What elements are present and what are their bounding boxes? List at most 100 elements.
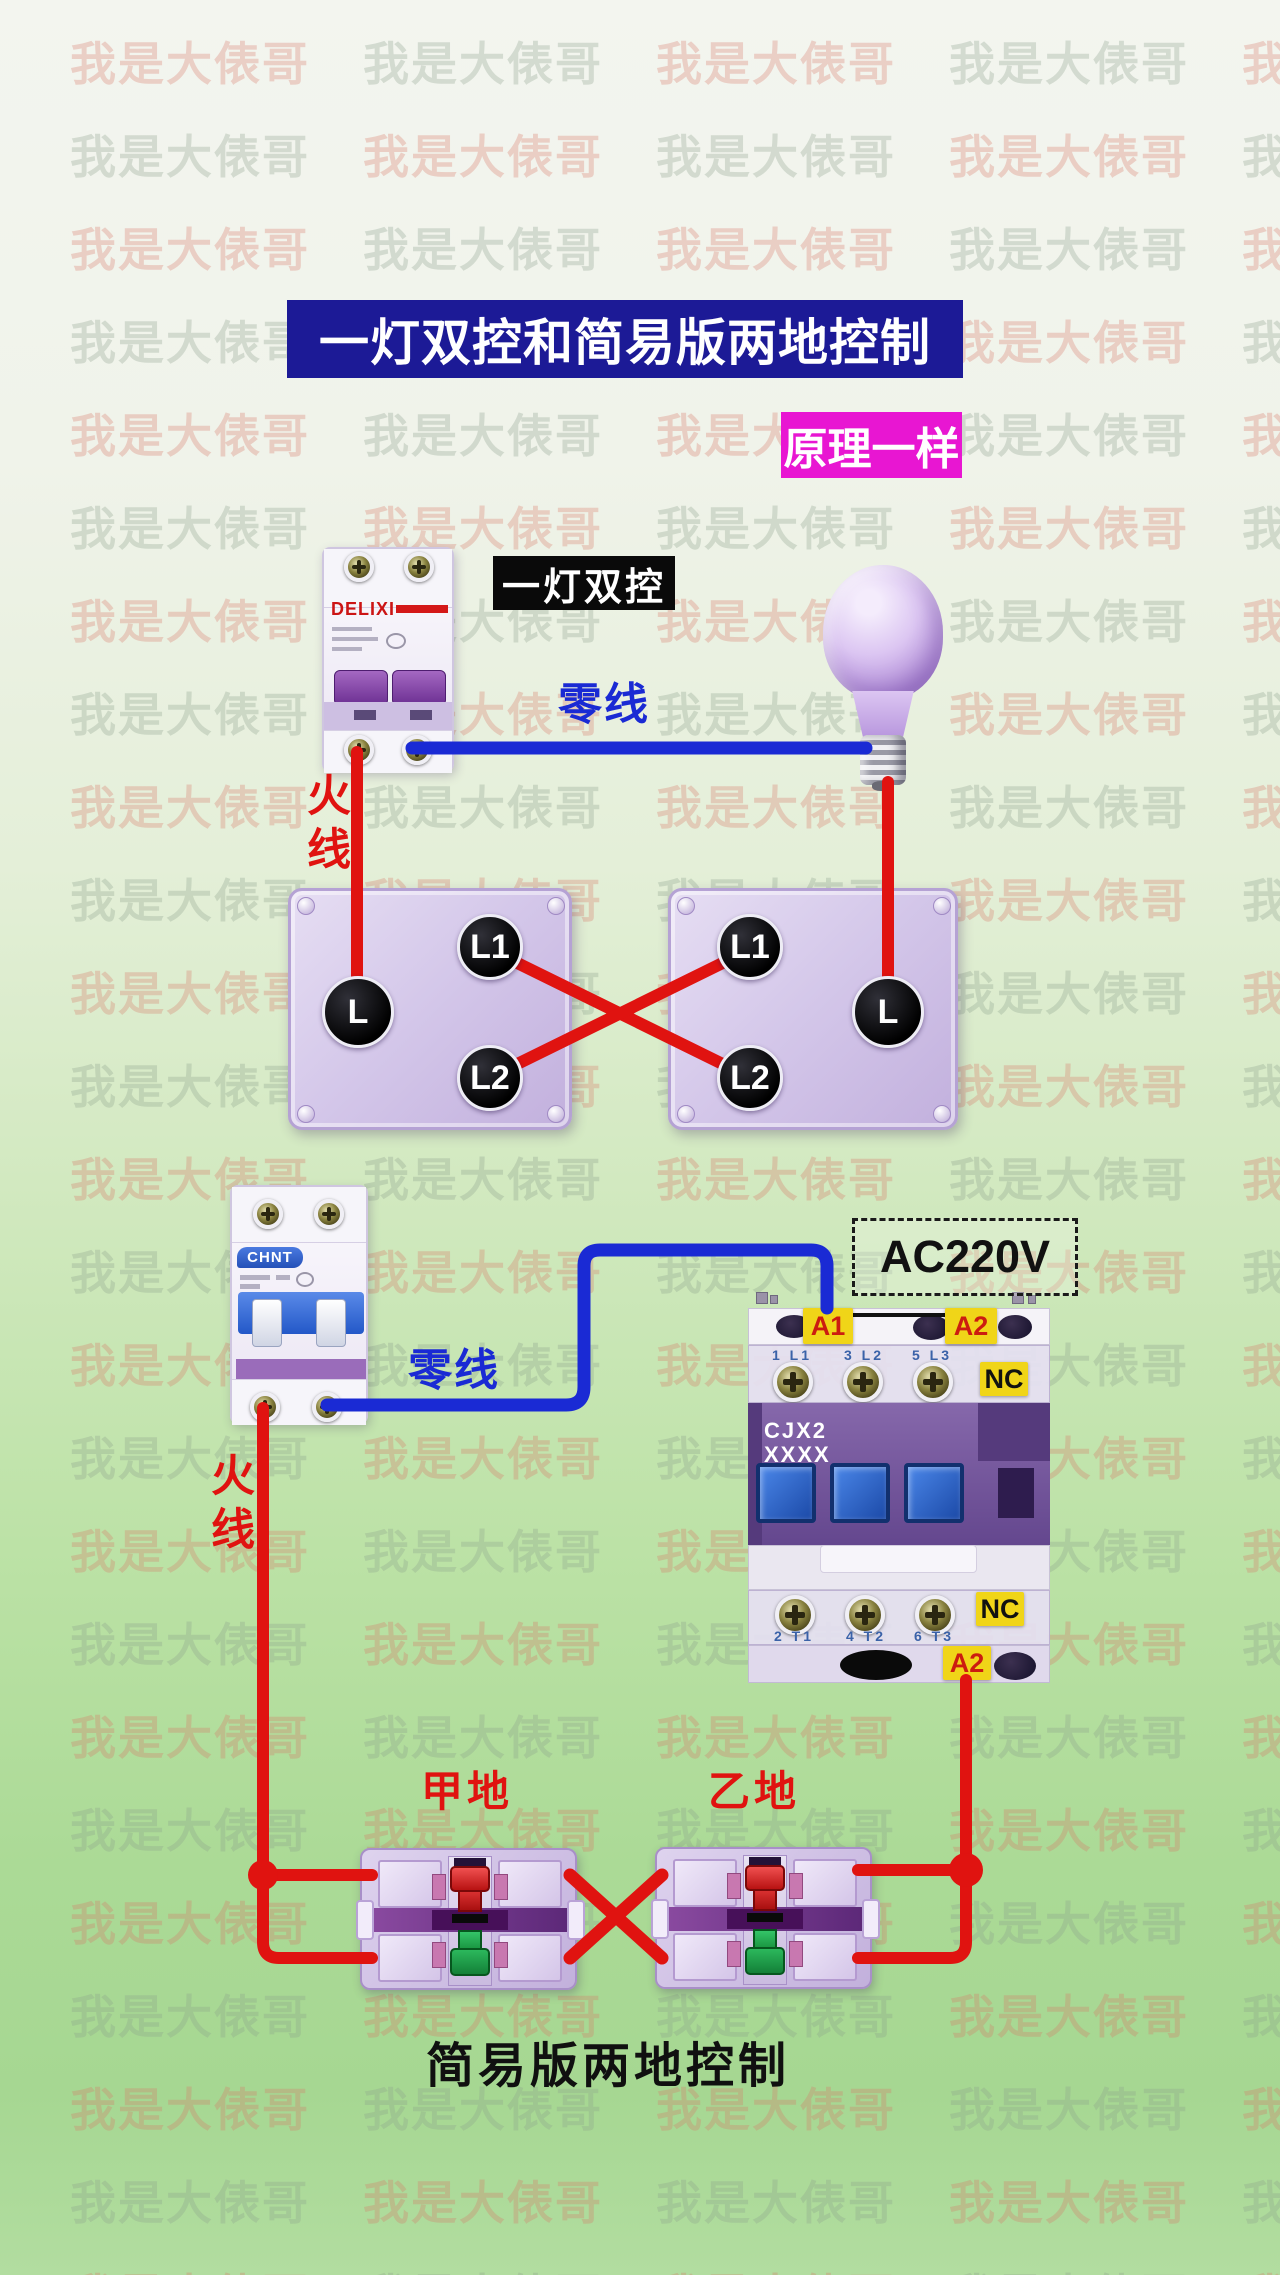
contactor-button[interactable] [756,1463,816,1523]
watermark-text: 我是大俵哥 [363,782,603,834]
breaker-brand-label: CHNT [237,1247,303,1268]
station-detail [432,1942,446,1968]
breaker-handle[interactable] [392,670,446,706]
coil-screw [913,1315,949,1340]
live-wire-label-top: 火线 [300,772,349,880]
station-slit [747,1913,783,1922]
station-slit [452,1914,488,1923]
watermark-text: 我是大俵哥 [949,503,1189,555]
green-start-button[interactable] [450,1948,490,1976]
coil-link-wire [853,1313,949,1317]
watermark-text: 我是大俵哥 [70,1898,310,1950]
panel-bolt [677,897,695,915]
watermark-text: 我是大俵哥 [949,1712,1189,1764]
watermark-text: 我是大俵哥 [1242,689,1280,741]
watermark-text: 我是大俵哥 [1242,1061,1280,1113]
terminal-tag-a2-bottom: A2 [943,1646,991,1680]
watermark-text: 我是大俵哥 [363,224,603,276]
aux-block [998,1468,1034,1518]
watermark-text: 我是大俵哥 [949,875,1189,927]
watermark-text: 我是大俵哥 [949,224,1189,276]
terminal-l1-right: L1 [717,914,783,980]
contactor-pin [756,1292,768,1304]
panel-bolt [297,1105,315,1123]
watermark-text: 我是大俵哥 [949,1898,1189,1950]
neutral-wire-label-top: 零线 [558,680,650,729]
watermark-text: 我是大俵哥 [70,1433,310,1485]
page-title: 一灯双控和简易版两地控制 [287,300,963,378]
watermark-text: 我是大俵哥 [70,1712,310,1764]
terminal-text: 1 L1 [772,1347,813,1363]
contactor-button[interactable] [904,1463,964,1523]
station-panel [673,1933,737,1981]
watermark-text: 我是大俵哥 [70,2177,310,2229]
breaker-marking [332,627,372,631]
base-hole [840,1650,912,1680]
cert-mark [386,633,406,649]
watermark-text: 我是大俵哥 [363,2084,603,2136]
breaker-brand-label: DELIXI [331,599,396,619]
watermark-text: 我是大俵哥 [1242,1619,1280,1671]
breaker-handle[interactable] [316,1299,346,1347]
watermark-text: 我是大俵哥 [1242,968,1280,1020]
breaker-handle[interactable] [334,670,388,706]
station-panel [498,1860,562,1908]
terminal-text: 3 L2 [844,1347,885,1363]
station-detail [432,1874,446,1900]
contactor-model: CJX2 [764,1418,828,1443]
body-shade [978,1403,1050,1461]
breaker-band [324,702,452,730]
station-side-tab [651,1899,669,1939]
watermark-text: 我是大俵哥 [70,2084,310,2136]
watermark-text: 我是大俵哥 [1242,1991,1280,2043]
station-side-tab [356,1900,374,1940]
watermark-text: 我是大俵哥 [363,1712,603,1764]
breaker-marking [276,1275,290,1280]
station-slot [749,1857,781,1867]
watermark-text: 我是大俵哥 [1242,782,1280,834]
terminal-text: 5 L3 [912,1347,953,1363]
watermark-text: 我是大俵哥 [70,1805,310,1857]
contactor-screw [843,1362,883,1402]
watermark-text: 我是大俵哥 [1242,131,1280,183]
contactor-screw [845,1595,885,1635]
red-stop-button-stem[interactable] [458,1890,482,1912]
watermark-text: 我是大俵哥 [70,689,310,741]
station-detail [494,1874,508,1900]
red-stop-button[interactable] [745,1865,785,1891]
contactor-screw [913,1362,953,1402]
watermark-text: 我是大俵哥 [949,2260,1189,2275]
red-stop-button-stem[interactable] [753,1889,777,1911]
watermark-text: 我是大俵哥 [949,968,1189,1020]
watermark-text: 我是大俵哥 [949,38,1189,90]
breaker-slot [354,710,376,720]
green-start-button[interactable] [745,1947,785,1975]
red-stop-button[interactable] [450,1866,490,1892]
watermark-text: 我是大俵哥 [1242,410,1280,462]
station-a-label: 甲地 [421,1768,514,1815]
pushbutton-station-b [651,1847,880,1989]
light-bulb [820,565,946,793]
neutral-wire-label-bottom: 零线 [408,1346,500,1395]
terminal-l2-right: L2 [717,1045,783,1111]
contactor-pin [770,1295,778,1304]
terminal-l-left: L [322,976,394,1048]
watermark-text: 我是大俵哥 [363,1526,603,1578]
station-b-label: 乙地 [708,1768,801,1815]
contactor-screw [775,1595,815,1635]
panel-bolt [297,897,315,915]
watermark-text: 我是大俵哥 [1242,1340,1280,1392]
chnt-circuit-breaker: CHNT [230,1185,368,1425]
watermark-text: 我是大俵哥 [656,2177,896,2229]
watermark-text: 我是大俵哥 [70,503,310,555]
watermark-text: 我是大俵哥 [1242,1526,1280,1578]
station-panel [793,1933,857,1981]
contactor-button[interactable] [830,1463,890,1523]
terminal-text: 6 T3 [914,1628,955,1644]
terminal-l2-left: L2 [457,1045,523,1111]
breaker-handle[interactable] [252,1299,282,1347]
station-panel [498,1934,562,1982]
watermark-text: 我是大俵哥 [1242,317,1280,369]
watermark-text: 我是大俵哥 [70,317,310,369]
watermark-text: 我是大俵哥 [70,1991,310,2043]
